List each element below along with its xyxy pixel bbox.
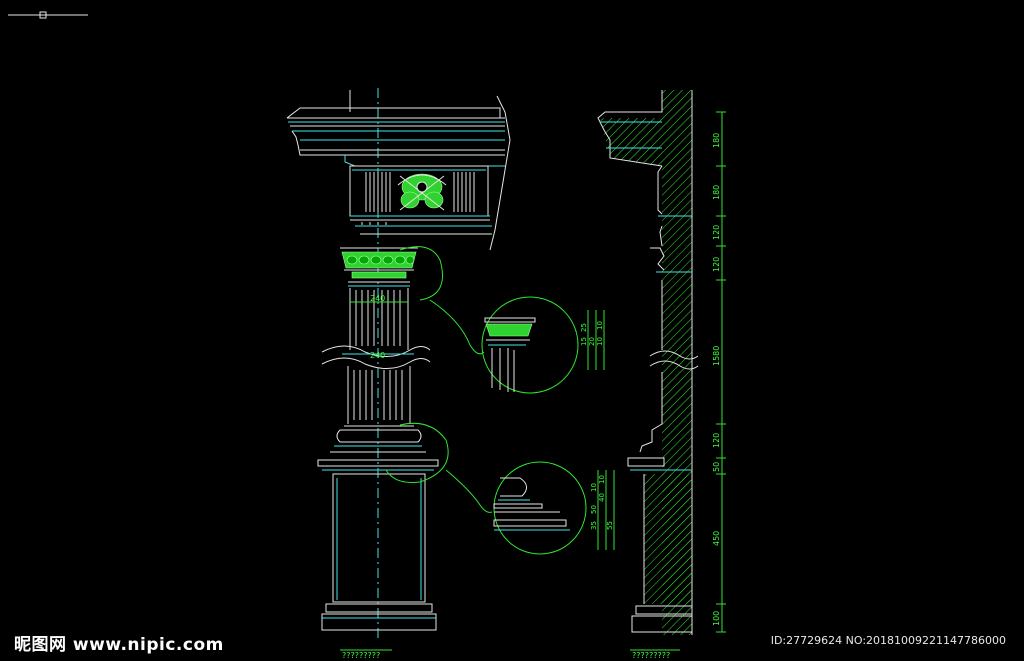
dimension-label: 120	[712, 225, 721, 240]
dimension-label: 450	[712, 531, 721, 546]
dimension-label: 100	[712, 611, 721, 626]
detail-lower-label: 10	[590, 483, 598, 492]
dimension-label: 180	[712, 185, 721, 200]
front-elevation-caption: ?????????	[342, 651, 380, 660]
dimension-label: 50	[712, 462, 721, 472]
detail-lower-label: 55	[606, 521, 614, 530]
column-front-elevation	[286, 90, 511, 631]
detail-lower-label: 35	[590, 521, 598, 530]
detail-upper-label: 10	[596, 337, 604, 346]
column-side-section	[597, 90, 699, 635]
shaft-bottom-width-label: 240	[370, 351, 385, 360]
detail-callout-lower	[385, 422, 615, 555]
frieze-ornament-icon	[397, 173, 447, 211]
site-watermark: 昵图网 www.nipic.com	[14, 635, 224, 655]
side-section-caption: ?????????	[632, 651, 670, 660]
detail-callout-upper	[399, 246, 605, 394]
detail-lower-label: 40	[598, 493, 606, 502]
detail-upper-label: 20	[588, 337, 596, 346]
detail-upper-label: 15	[580, 337, 588, 346]
dimension-label: 1580	[712, 346, 721, 366]
detail-lower-label: 10	[598, 475, 606, 484]
image-id-watermark: ID:27729624 NO:20181009221147786000	[770, 634, 1006, 647]
detail-upper-label: 25	[580, 323, 588, 332]
shaft-top-width-label: 240	[370, 294, 385, 303]
dimension-label: 120	[712, 257, 721, 272]
detail-lower-label: 50	[590, 505, 598, 514]
dimension-label: 120	[712, 433, 721, 448]
ucs-cursor-icon	[8, 11, 88, 19]
right-dimension-chain	[716, 111, 726, 633]
detail-upper-label: 10	[596, 321, 604, 330]
dimension-label: 180	[712, 133, 721, 148]
